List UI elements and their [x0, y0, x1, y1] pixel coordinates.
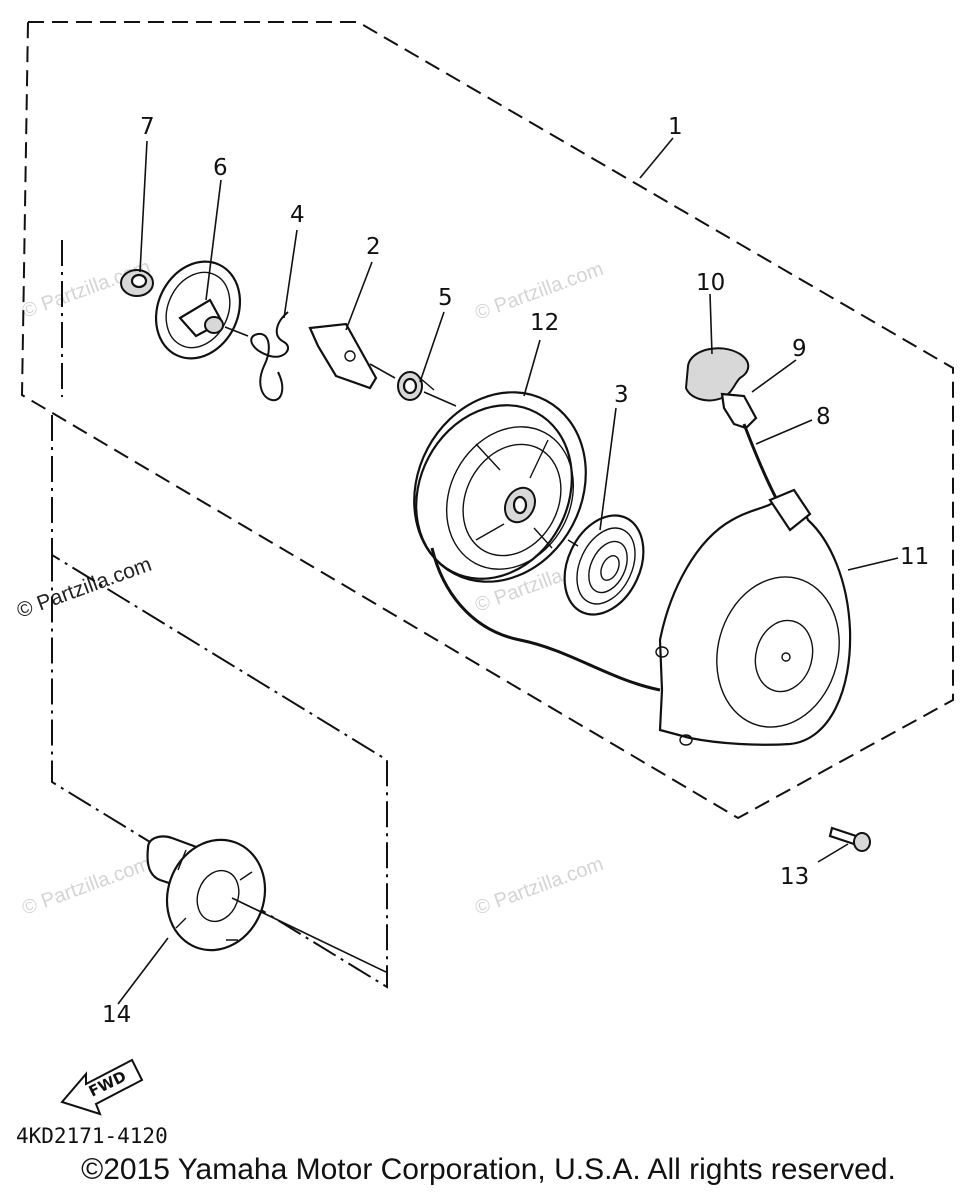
callout-12: 12 — [530, 310, 559, 336]
callout-6: 6 — [213, 155, 228, 181]
callout-5: 5 — [438, 285, 453, 311]
spring-part-5 — [397, 371, 435, 401]
callouts: 1 2 3 4 5 6 7 8 9 10 11 12 13 14 — [102, 114, 929, 1028]
starter-case-part-11 — [655, 488, 852, 746]
callout-7: 7 — [140, 114, 155, 140]
handle-part-10 — [684, 347, 750, 402]
callout-14: 14 — [102, 1002, 131, 1028]
copyright-notice: ©2015 Yamaha Motor Corporation, U.S.A. A… — [81, 1153, 896, 1186]
pawl-part-2 — [308, 322, 378, 390]
watermark: © Partzilla.com — [19, 853, 153, 920]
drive-pulley-part-14 — [146, 835, 267, 952]
detail-axis — [231, 897, 387, 973]
callout-2: 2 — [366, 234, 381, 260]
rope-part-8 — [742, 423, 778, 499]
explode-axis — [224, 326, 457, 407]
detail-boundary — [51, 240, 388, 989]
diagram-code: 4KD2171-4120 — [16, 1124, 168, 1148]
bolt-part-13 — [828, 826, 871, 852]
callout-1: 1 — [668, 114, 683, 140]
leader-lines — [117, 137, 899, 1005]
callout-4: 4 — [290, 202, 305, 228]
rope — [430, 547, 661, 692]
callout-10: 10 — [696, 270, 725, 296]
callout-3: 3 — [614, 382, 629, 408]
forward-arrow-icon: FWD — [60, 1058, 144, 1116]
nut-part-7 — [120, 269, 154, 297]
grip-part-9 — [720, 392, 758, 430]
pulley-part-12 — [413, 391, 587, 583]
assembly-boundary — [20, 21, 954, 820]
callout-8: 8 — [816, 404, 831, 430]
watermark: © Partzilla.com — [472, 853, 606, 920]
drive-plate-part-6 — [154, 260, 242, 360]
callout-11: 11 — [900, 544, 929, 570]
watermark-dark: © Partzilla.com — [14, 553, 155, 623]
callout-13: 13 — [780, 864, 809, 890]
spring-clip-part-4 — [250, 311, 289, 402]
recoil-spring-part-3 — [563, 514, 645, 616]
callout-9: 9 — [792, 336, 807, 362]
